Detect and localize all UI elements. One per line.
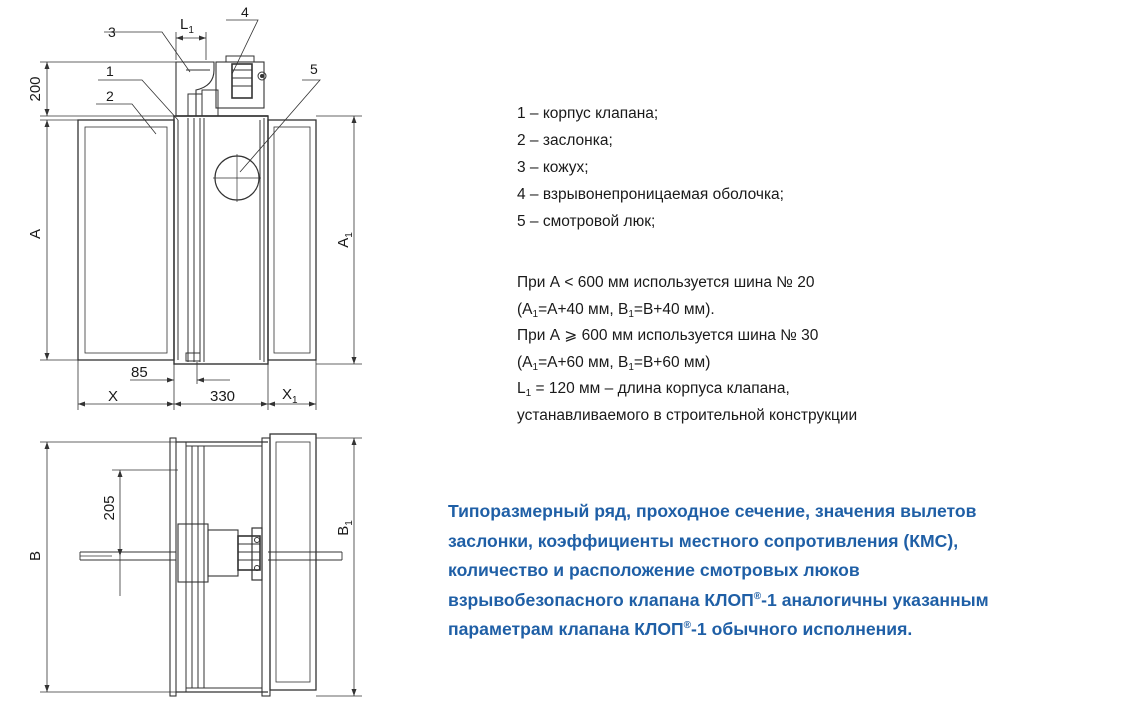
legend-item: 2 – заслонка; [517,132,613,149]
cover [175,61,215,117]
dim-l1: L1 [180,16,194,36]
note-line-1: При А < 600 мм используется шина № 20 [517,274,815,291]
dim-x: X [108,388,118,405]
legend-item: 5 – смотровой люк; [517,213,656,230]
notes: При А < 600 мм используется шина № 20 (А… [517,270,857,429]
top-view [40,19,362,410]
blue-note-line-1: Типоразмерный ряд, проходное сечение, зн… [448,501,977,521]
legend-item: 1 – корпус клапана; [517,105,659,122]
blue-note-line-3: количество и расположение смотровых люко… [448,560,860,580]
note-line-6: устанавливаемого в строительной конструк… [517,406,858,424]
dim-85: 85 [131,364,148,381]
dim-a: A [27,229,44,239]
callout-1: 1 [106,63,114,79]
note-line-2: (А1=А+40 мм, В1=В+40 мм). [517,300,715,320]
dim-a1: A1 [335,232,355,248]
side-view [40,433,362,697]
blue-note-line-2: заслонки, коэффициенты местного сопротив… [448,530,959,551]
note-line-3: При А ⩾ 600 мм используется шина № 30 [517,327,819,344]
note-line-5: L1 = 120 мм – длина корпуса клапана, [517,380,790,399]
blue-note-line-4: взрывобезопасного клапана КЛОП®-1 аналог… [448,589,989,610]
callout-3: 3 [108,24,116,40]
callout-4: 4 [241,4,249,20]
legend-item: 4 – взрывонепроницаемая оболочка; [517,186,784,203]
damper-blade-right [267,119,317,361]
legend-item: 3 – кожух; [517,159,589,176]
dim-b: B [27,551,44,561]
blue-note-line-5: параметрам клапана КЛОП®-1 обычного испо… [448,619,913,639]
dim-205: 205 [101,495,118,520]
damper-blade-left [77,119,175,361]
dim-330: 330 [210,388,235,405]
blue-note: Типоразмерный ряд, проходное сечение, зн… [448,497,1128,645]
explosion-proof-enclosure [215,61,265,109]
side-damper-blade [269,433,317,691]
dim-b1: B1 [335,520,355,536]
note-line-4: (А1=А+60 мм, В1=В+60 мм) [517,353,711,373]
dim-200: 200 [27,76,44,101]
legend: 1 – корпус клапана; 2 – заслонка; 3 – ко… [517,100,784,235]
dim-x1: X1 [282,386,298,406]
callout-2: 2 [106,88,114,104]
callout-5: 5 [310,61,318,77]
